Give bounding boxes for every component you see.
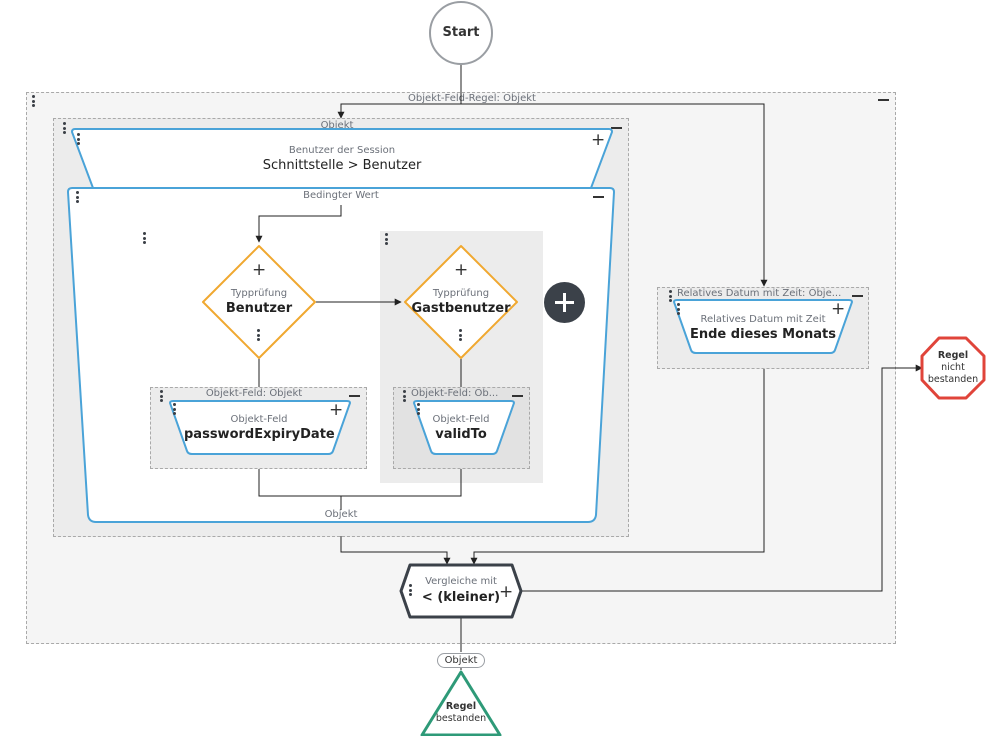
field1-add-icon[interactable]: + bbox=[329, 400, 344, 420]
type2-add-icon[interactable]: + bbox=[454, 260, 469, 280]
field2-caption: Objekt-Feld: Ob... bbox=[411, 388, 499, 399]
output-pill[interactable]: Objekt bbox=[437, 653, 485, 668]
type1-big-label: Benutzer bbox=[225, 301, 293, 316]
outer-menu-icon[interactable] bbox=[32, 95, 36, 109]
rel-shape[interactable] bbox=[670, 298, 856, 356]
field1-shape[interactable] bbox=[166, 399, 354, 457]
bedingt-menu-icon[interactable] bbox=[76, 191, 80, 205]
output-label: Objekt bbox=[444, 655, 478, 666]
rel-collapse-icon[interactable] bbox=[852, 295, 863, 297]
field1-menu-icon[interactable] bbox=[173, 403, 177, 417]
session-add-icon[interactable]: + bbox=[591, 130, 606, 150]
start-label: Start bbox=[442, 25, 480, 40]
fail-label-2: nicht bbox=[941, 362, 965, 373]
pass-label-2: bestanden bbox=[435, 713, 487, 724]
rel-menu-icon[interactable] bbox=[677, 303, 681, 317]
rel-add-icon[interactable]: + bbox=[831, 299, 846, 319]
session-big-label: Schnittstelle > Benutzer bbox=[262, 158, 422, 173]
compare-big-label: < (kleiner) bbox=[421, 590, 501, 605]
objekt-menu-icon[interactable] bbox=[63, 122, 67, 136]
compare-menu-icon[interactable] bbox=[409, 584, 413, 598]
bedingt-collapse-icon[interactable] bbox=[593, 196, 604, 198]
field2-big-label: validTo bbox=[435, 427, 487, 442]
branch1-menu-icon[interactable] bbox=[143, 232, 147, 246]
type1-menu-icon[interactable] bbox=[257, 329, 261, 343]
branch2-menu-icon[interactable] bbox=[385, 233, 389, 247]
pass-triangle[interactable] bbox=[419, 669, 503, 736]
compare-small-label: Vergleiche mit bbox=[425, 576, 497, 587]
field2-small-label: Objekt-Feld bbox=[432, 414, 490, 425]
field1-caption: Objekt-Feld: Objekt bbox=[205, 388, 303, 399]
outer-caption: Objekt-Feld-Regel: Objekt bbox=[408, 93, 536, 104]
field1-big-label: passwordExpiryDate bbox=[184, 427, 335, 442]
outer-collapse-icon[interactable] bbox=[878, 99, 889, 101]
session-menu-icon[interactable] bbox=[77, 133, 81, 147]
rel-container-menu-icon[interactable] bbox=[669, 290, 673, 304]
add-branch-button[interactable] bbox=[544, 282, 585, 323]
fail-octagon[interactable] bbox=[920, 336, 986, 400]
field2-collapse-icon[interactable] bbox=[512, 395, 523, 397]
field1-small-label: Objekt-Feld bbox=[230, 414, 288, 425]
field2-menu-icon[interactable] bbox=[417, 403, 421, 417]
type2-big-label: Gastbenutzer bbox=[411, 301, 511, 316]
type2-menu-icon[interactable] bbox=[459, 329, 463, 343]
type2-small-label: Typprüfung bbox=[432, 288, 490, 299]
compare-hexagon[interactable] bbox=[398, 563, 524, 619]
compare-add-icon[interactable]: + bbox=[499, 582, 514, 602]
rel-small-label: Relatives Datum mit Zeit bbox=[700, 314, 826, 325]
fail-label-3: bestanden bbox=[927, 374, 979, 385]
pass-label-1: Regel bbox=[445, 701, 477, 712]
objekt-bottom-caption: Objekt bbox=[324, 509, 358, 520]
fail-label-1: Regel bbox=[937, 350, 969, 361]
rel-big-label: Ende dieses Monats bbox=[689, 327, 837, 342]
session-small-label: Benutzer der Session bbox=[288, 145, 396, 156]
field2-container-menu-icon[interactable] bbox=[403, 390, 407, 404]
start-node[interactable]: Start bbox=[429, 1, 493, 65]
type1-small-label: Typprüfung bbox=[230, 288, 288, 299]
type1-add-icon[interactable]: + bbox=[252, 260, 267, 280]
bedingt-caption: Bedingter Wert bbox=[303, 190, 379, 201]
field1-collapse-icon[interactable] bbox=[349, 395, 360, 397]
field1-container-menu-icon[interactable] bbox=[160, 390, 164, 404]
